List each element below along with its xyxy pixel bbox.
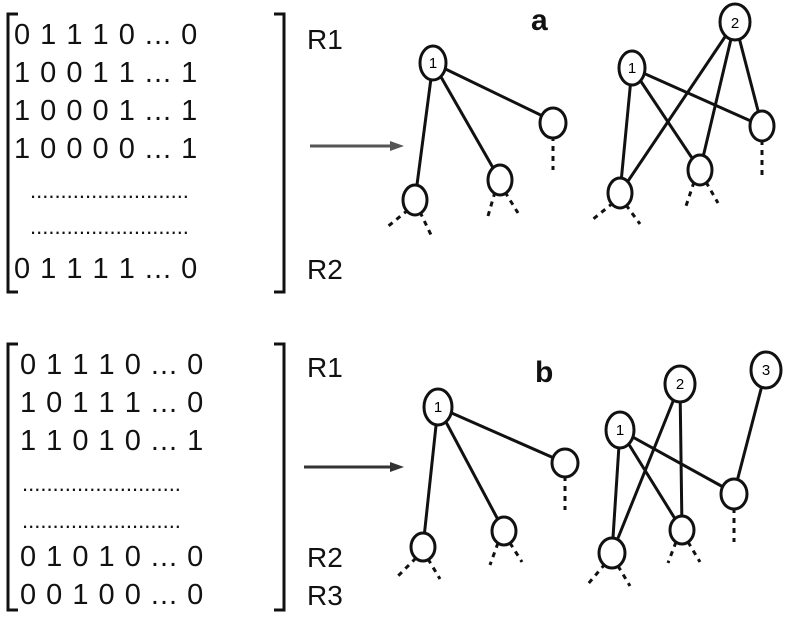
graph-b2-nodes (597, 350, 783, 570)
graph-b2-edges (610, 369, 768, 554)
node-b1-mid (490, 515, 518, 547)
graph-a1-stubs (385, 136, 555, 238)
matrix-a-ellipsis-2: .......................... (30, 214, 189, 239)
node-a1-1 (418, 44, 448, 82)
graph-a1-nodes (401, 44, 568, 217)
matrix-a-last-row: 0 1 1 1 1 ... 0 (14, 253, 199, 285)
matrix-b-ellipsis-2: .......................... (22, 508, 181, 533)
graph-b1-edges (421, 405, 564, 548)
matrix-b-last-row: 0 0 1 0 0 ... 0 (20, 579, 205, 611)
node-a2-1 (617, 49, 647, 87)
node-b2-left (597, 536, 627, 570)
matrix-a-row-2: 1 0 0 1 1 ... 1 (14, 57, 199, 89)
node-b2-1 (604, 410, 636, 450)
row-label-a-r1: R1 (307, 24, 343, 55)
matrix-right-bracket (274, 342, 286, 612)
node-a1-mid (486, 163, 514, 197)
node-a1-right (538, 106, 568, 140)
matrix-a-row-1: 0 1 1 1 0 ... 0 (14, 19, 199, 51)
matrix-b-row-1: 0 1 1 1 0 ... 0 (20, 349, 205, 381)
matrix-b-second-last-row: 0 1 0 1 0 ... 0 (20, 541, 205, 573)
node-b1-right (550, 447, 580, 479)
node-a2-1-label: 1 (628, 60, 636, 77)
graph-b1-stubs (396, 476, 567, 580)
node-b2-3 (749, 350, 783, 390)
graph-b2-stubs (586, 508, 736, 587)
panel-b-graphics: 1 1 2 3 (6, 342, 783, 612)
row-label-b-r2: R2 (307, 542, 343, 573)
matrix-left-bracket (6, 12, 18, 294)
graph-a1-edges (413, 61, 554, 201)
node-b2-2-label: 2 (676, 376, 684, 393)
node-a1-left (401, 183, 429, 217)
node-a1-1-label: 1 (429, 55, 437, 72)
node-a2-left (606, 176, 634, 210)
node-a2-mid (686, 153, 714, 187)
panel-a: 1 1 2 0 1 1 1 0 ... 0 1 0 0 1 1 ... (0, 0, 786, 305)
arrow-head (390, 462, 404, 472)
node-a2-2 (718, 2, 752, 42)
node-b1-1 (422, 387, 454, 427)
node-a2-2-label: 2 (731, 15, 739, 32)
panel-a-graphics: 1 1 2 (6, 2, 776, 294)
arrow-head (390, 141, 404, 151)
graph-a2-stubs (591, 140, 764, 225)
row-label-b-r1: R1 (307, 352, 343, 383)
graph-a2-nodes (606, 2, 776, 210)
matrix-a-row-4: 1 0 0 0 0 ... 1 (14, 133, 199, 165)
panel-a-letter: a (531, 4, 548, 37)
matrix-right-bracket (274, 12, 286, 294)
node-b1-left (409, 531, 437, 563)
node-b2-mid (668, 514, 696, 546)
row-label-a-r2: R2 (307, 254, 343, 285)
row-label-b-r3: R3 (307, 580, 343, 611)
node-b2-3-label: 3 (762, 362, 770, 379)
matrix-a-ellipsis-1: .......................... (30, 178, 189, 203)
matrix-b-row-2: 1 0 1 1 1 ... 0 (20, 387, 205, 419)
matrix-b-ellipsis-1: .......................... (22, 471, 181, 496)
node-b2-right (719, 477, 749, 511)
panel-b: 1 1 2 3 0 1 1 1 0 ... 0 1 (0, 330, 786, 625)
graph-b1-nodes (409, 387, 580, 563)
node-b2-1-label: 1 (616, 422, 624, 439)
node-b2-2 (663, 364, 697, 404)
matrix-left-bracket (6, 342, 18, 612)
node-b1-1-label: 1 (434, 399, 442, 416)
matrix-b-row-3: 1 1 0 1 0 ... 1 (20, 425, 205, 457)
node-a2-right (748, 109, 776, 143)
panel-b-letter: b (535, 356, 554, 389)
matrix-a-row-3: 1 0 0 0 1 ... 1 (14, 95, 199, 127)
